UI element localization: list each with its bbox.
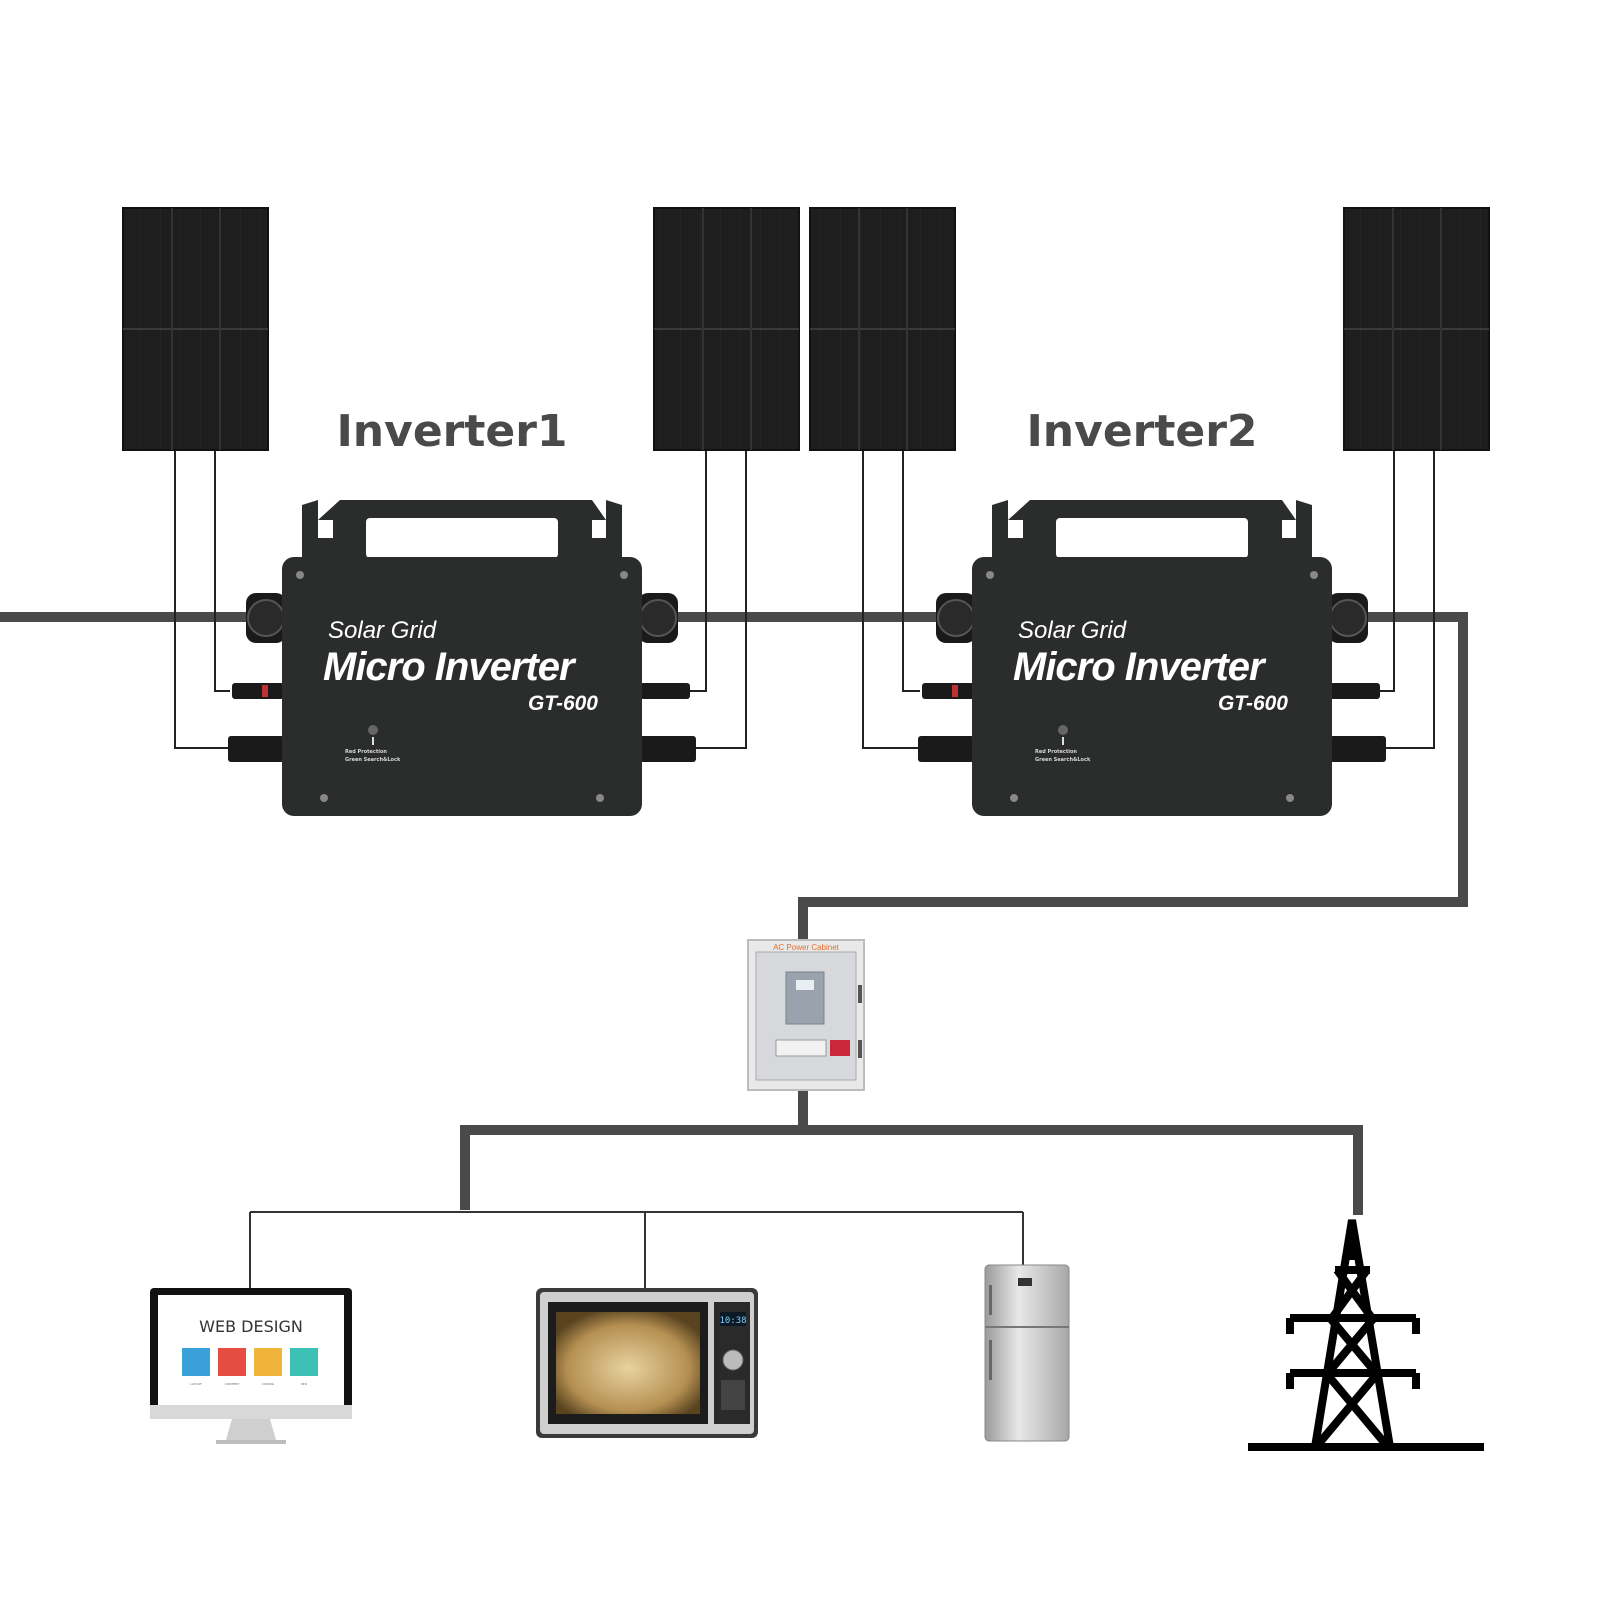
inverter-1: Solar Grid Micro Inverter GT-600 Red Pro… xyxy=(228,500,696,816)
monitor-icon-label-1: LAYOUT xyxy=(190,1382,202,1386)
inverter1-brand-main: Micro Inverter xyxy=(323,645,577,689)
monitor-icon-label-3: CODING xyxy=(262,1382,275,1386)
dc-wires xyxy=(174,450,1435,749)
inverter1-model: GT-600 xyxy=(528,692,598,715)
dc-connector-left-2 xyxy=(228,736,284,762)
inverter2-brand-main: Micro Inverter xyxy=(1013,645,1267,689)
ac-trunk-cable xyxy=(0,612,1468,1215)
solar-panel-2 xyxy=(653,207,800,451)
monitor-icon-label-4: SEO xyxy=(301,1382,308,1386)
layout-icon xyxy=(182,1348,210,1376)
inverter2-model: GT-600 xyxy=(1218,692,1288,715)
power-grid-tower-icon xyxy=(1248,1219,1484,1451)
dc-connector-left-1 xyxy=(922,683,974,699)
ac-connector-left xyxy=(936,593,976,643)
inverter1-led-line1: Red Protection xyxy=(345,749,387,755)
inverter2-led-line2: Green Search&Lock xyxy=(1035,757,1091,763)
dc-connector-left-1 xyxy=(232,683,284,699)
ac-power-cabinet: AC Power Cabinet xyxy=(747,939,865,1091)
seo-icon xyxy=(290,1348,318,1376)
inverter2-brand-sub: Solar Grid xyxy=(1018,617,1127,644)
dc-connector-right-1 xyxy=(640,683,690,699)
load-wires xyxy=(249,1211,1024,1288)
solar-panel-3 xyxy=(809,207,956,451)
inverter1-label: Inverter1 xyxy=(336,406,567,457)
refrigerator xyxy=(984,1264,1070,1442)
inverter1-brand-sub: Solar Grid xyxy=(328,617,437,644)
microwave-clock: 10:38 xyxy=(719,1316,746,1326)
coding-icon xyxy=(254,1348,282,1376)
status-led xyxy=(368,725,378,735)
monitor: WEB DESIGN LAYOUT CONTENT CODING SEO xyxy=(150,1288,352,1444)
microwave: 10:38 xyxy=(536,1288,758,1438)
inverter2-led-line1: Red Protection xyxy=(1035,749,1077,755)
inverter1-led-line2: Green Search&Lock xyxy=(345,757,401,763)
ac-connector-left xyxy=(246,593,286,643)
ac-connector-right xyxy=(638,593,678,643)
ac-connector-right xyxy=(1328,593,1368,643)
inverter-2: Solar Grid Micro Inverter GT-600 Red Pro… xyxy=(918,500,1386,816)
status-led xyxy=(1058,725,1068,735)
cabinet-label: AC Power Cabinet xyxy=(773,943,840,952)
monitor-title: WEB DESIGN xyxy=(199,1317,303,1336)
dc-connector-right-1 xyxy=(1330,683,1380,699)
dc-connector-left-2 xyxy=(918,736,974,762)
solar-panel-1 xyxy=(122,207,269,451)
monitor-icon-label-2: CONTENT xyxy=(225,1382,240,1386)
dc-connector-right-2 xyxy=(1330,736,1386,762)
dc-connector-right-2 xyxy=(640,736,696,762)
inverter2-label: Inverter2 xyxy=(1026,406,1257,457)
content-icon xyxy=(218,1348,246,1376)
solar-panel-4 xyxy=(1343,207,1490,451)
